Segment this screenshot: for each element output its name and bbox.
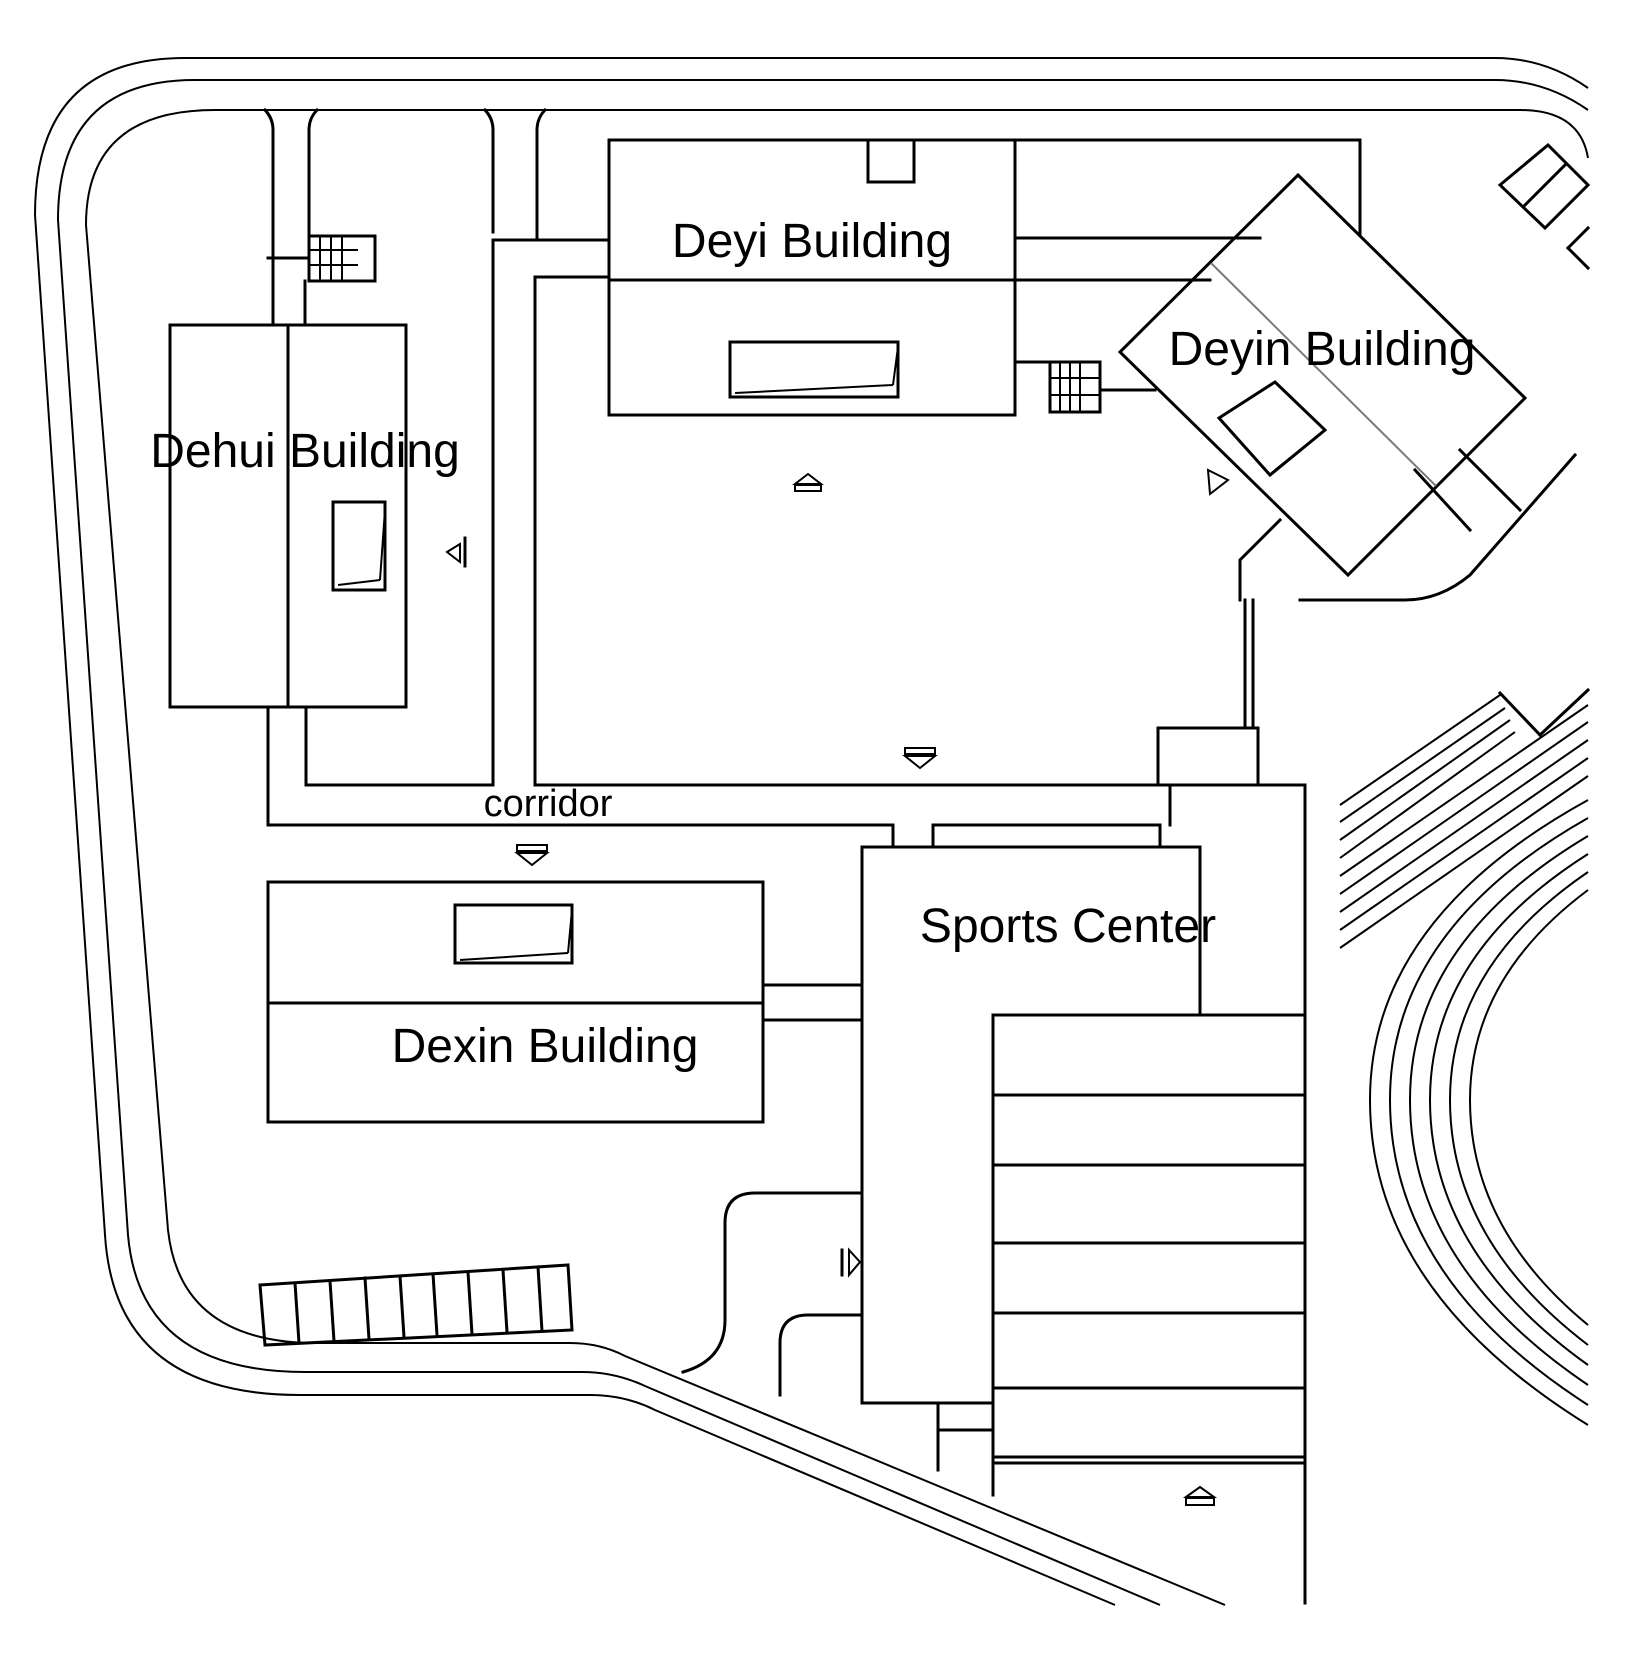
deyin-building: Deyin Building <box>1117 172 1528 578</box>
entrance-arrow-icon <box>514 852 550 867</box>
entrance-arrow-icon <box>1206 468 1230 496</box>
sports-center: Sports Center <box>681 845 1307 1497</box>
entrance-arrow-icon <box>902 755 938 770</box>
entrance-arrow-icon <box>848 1247 862 1278</box>
entrance-arrow-icon <box>794 484 822 492</box>
dexin-building-label: Dexin Building <box>392 1020 699 1073</box>
entrance-arrow-icon <box>1182 1485 1218 1498</box>
sports-center-label: Sports Center <box>920 900 1216 953</box>
deyi-building: Deyi Building <box>607 138 1017 417</box>
dexin-building: Dexin Building <box>266 880 862 1124</box>
entrance-markers <box>445 468 1230 1506</box>
corridor-label: corridor <box>484 783 613 825</box>
entrance-arrow-icon <box>516 844 548 852</box>
track-bleachers <box>1339 687 1591 949</box>
entrance-arrow-icon <box>1185 1497 1215 1506</box>
deyi-building-label: Deyi Building <box>672 215 952 268</box>
parking-bays-southwest <box>258 1263 574 1347</box>
top-paths <box>262 107 548 327</box>
perimeter-road <box>33 57 1589 1606</box>
entrance-arrow-icon <box>792 472 824 485</box>
parking-stripes-northeast <box>1497 142 1591 271</box>
entrance-arrow-icon <box>904 747 936 755</box>
entrance-arrow-icon <box>445 542 461 565</box>
deyin-building-label: Deyin Building <box>1169 323 1476 376</box>
running-track <box>1368 799 1589 1426</box>
dehui-building-label: Dehui Building <box>150 425 460 478</box>
dehui-building: Dehui Building <box>150 323 460 709</box>
walkways <box>266 138 1578 1605</box>
